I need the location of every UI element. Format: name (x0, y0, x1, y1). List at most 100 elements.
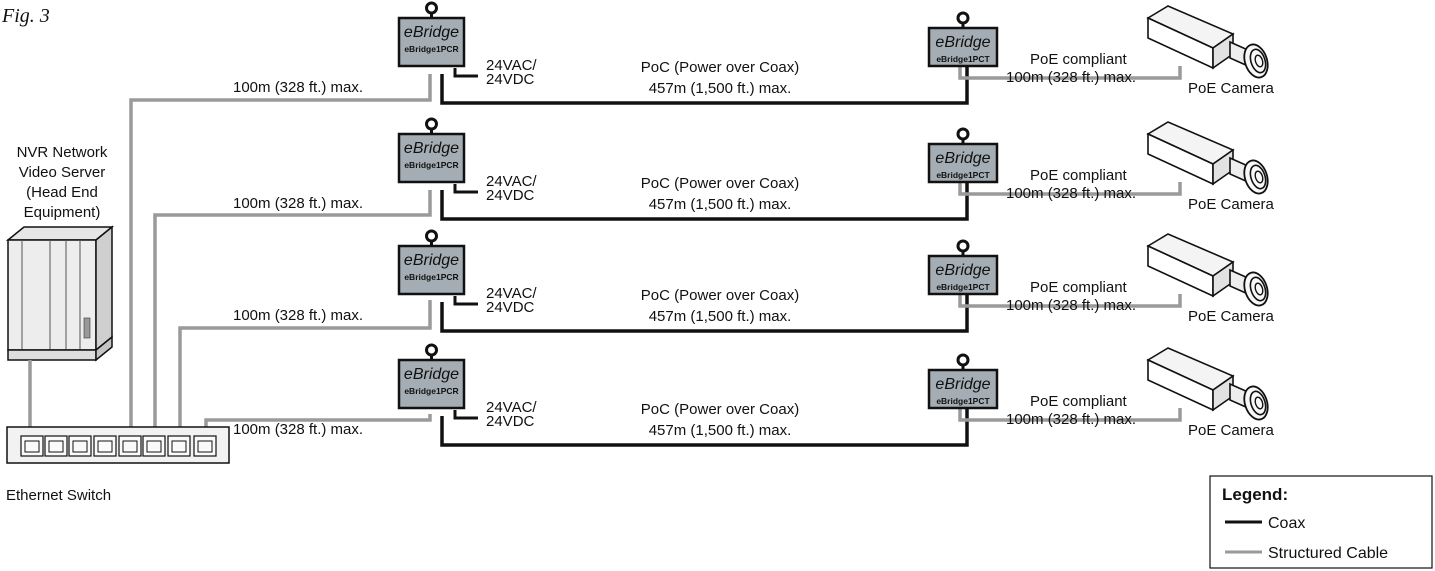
coax-label: PoC (Power over Coax) (641, 287, 799, 304)
head-end-label-line: NVR Network (17, 144, 108, 161)
coax-cable (440, 66, 969, 105)
camera-cable (958, 294, 1182, 308)
switch-port-jack (122, 440, 138, 453)
head-end-label-line: (Head End (26, 184, 98, 201)
transmitter-device: eBridge eBridge1PCT (927, 239, 999, 296)
switch-port (68, 435, 92, 457)
device-model: eBridge1PCT (936, 54, 990, 64)
transmitter-device: eBridge eBridge1PCT (927, 353, 999, 410)
receiver-device: eBridge eBridge1PCR (397, 229, 466, 296)
device-model: eBridge1PCR (404, 44, 458, 54)
mounting-loop-icon (956, 239, 970, 253)
camera-cable-label: 100m (328 ft.) max. (1006, 69, 1136, 86)
device-body (397, 132, 466, 184)
camera-cable-label: PoE compliant (1030, 167, 1128, 184)
mounting-loop-icon (956, 127, 970, 141)
power-label: 24VAC/ (486, 285, 537, 302)
device-brand: eBridge (935, 34, 990, 51)
camera-cable (958, 408, 1182, 422)
legend-title: Legend: (1222, 485, 1288, 504)
head-end-label-line: Video Server (19, 164, 105, 181)
power-label: 24VDC (486, 299, 535, 316)
transmitter-device: eBridge eBridge1PCT (927, 11, 999, 68)
device-model: eBridge1PCR (404, 272, 458, 282)
cable-run-label: 100m (328 ft.) max. (233, 79, 363, 96)
mounting-loop-icon (425, 1, 438, 15)
camera-cable-label: PoE compliant (1030, 51, 1128, 68)
device-model: eBridge1PCT (936, 396, 990, 406)
device-body (927, 142, 999, 184)
switch-port-jack (24, 440, 40, 453)
power-lead (453, 184, 478, 194)
power-lead (453, 68, 478, 78)
camera-cable-label: 100m (328 ft.) max. (1006, 185, 1136, 202)
device-body (927, 368, 999, 410)
camera-icon (1146, 347, 1269, 421)
switch-port-jack (197, 440, 213, 453)
server-tower-icon (5, 225, 115, 362)
switch-port-jack (171, 440, 187, 453)
camera-cable-label: 100m (328 ft.) max. (1006, 297, 1136, 314)
mounting-loop-icon (425, 229, 438, 243)
legend-coax-label: Coax (1268, 515, 1305, 532)
switch-port-jack (146, 440, 162, 453)
device-body (927, 254, 999, 296)
switch-port-jack (72, 440, 88, 453)
device-model: eBridge1PCR (404, 386, 458, 396)
coax-cable (440, 294, 969, 333)
device-brand: eBridge (935, 262, 990, 279)
camera-cable-label: PoE compliant (1030, 279, 1128, 296)
coax-label: 457m (1,500 ft.) max. (649, 196, 792, 213)
camera-name: PoE Camera (1188, 196, 1275, 213)
power-label: 24VDC (486, 413, 535, 430)
device-model: eBridge1PCT (936, 282, 990, 292)
mounting-loop-icon (956, 11, 970, 25)
camera-row: eBridge eBridge1PCR eBridge eBridge1PCT 100m… (233, 117, 1275, 221)
device-brand: eBridge (404, 252, 459, 269)
coax-label: PoC (Power over Coax) (641, 401, 799, 418)
camera-name: PoE Camera (1188, 308, 1275, 325)
coax-cable (440, 408, 969, 447)
device-brand: eBridge (935, 150, 990, 167)
camera-icon (1146, 233, 1269, 307)
camera-icon (1146, 121, 1269, 195)
power-lead (453, 296, 478, 306)
camera-row: eBridge eBridge1PCR eBridge eBridge1PCT 100m… (233, 229, 1275, 333)
device-brand: eBridge (935, 376, 990, 393)
legend-structured-label: Structured Cable (1268, 545, 1388, 562)
camera-name: PoE Camera (1188, 80, 1275, 97)
device-brand: eBridge (404, 140, 459, 157)
power-label: 24VAC/ (486, 173, 537, 190)
cable-run-label: 100m (328 ft.) max. (233, 421, 363, 438)
cable-run-label: 100m (328 ft.) max. (233, 195, 363, 212)
coax-label: PoC (Power over Coax) (641, 175, 799, 192)
power-label: 24VDC (486, 71, 535, 88)
head-end-label: NVR Network Video Server (Head End Equip… (17, 144, 108, 221)
legend: Legend: Coax Structured Cable (1209, 475, 1433, 569)
device-body (927, 26, 999, 68)
device-body (397, 244, 466, 296)
switch-port (142, 435, 166, 457)
power-label: 24VAC/ (486, 399, 537, 416)
device-model: eBridge1PCR (404, 160, 458, 170)
device-body (397, 358, 466, 410)
switch-label: Ethernet Switch (6, 487, 111, 504)
coax-label: 457m (1,500 ft.) max. (649, 422, 792, 439)
switch-port (93, 435, 117, 457)
row-group: eBridge eBridge1PCR eBridge eBridge1PCT 100m… (233, 1, 1275, 447)
cable-run-label: 100m (328 ft.) max. (233, 307, 363, 324)
ethernet-switch-icon (6, 426, 230, 464)
receiver-device: eBridge eBridge1PCR (397, 117, 466, 184)
figure-label: Fig. 3 (1, 5, 50, 27)
camera-cable (958, 66, 1182, 80)
power-label: 24VDC (486, 187, 535, 204)
device-model: eBridge1PCT (936, 170, 990, 180)
switch-port (118, 435, 142, 457)
mounting-loop-icon (425, 117, 438, 131)
head-end-label-line: Equipment) (24, 204, 101, 221)
camera-cable-label: 100m (328 ft.) max. (1006, 411, 1136, 428)
power-label: 24VAC/ (486, 57, 537, 74)
